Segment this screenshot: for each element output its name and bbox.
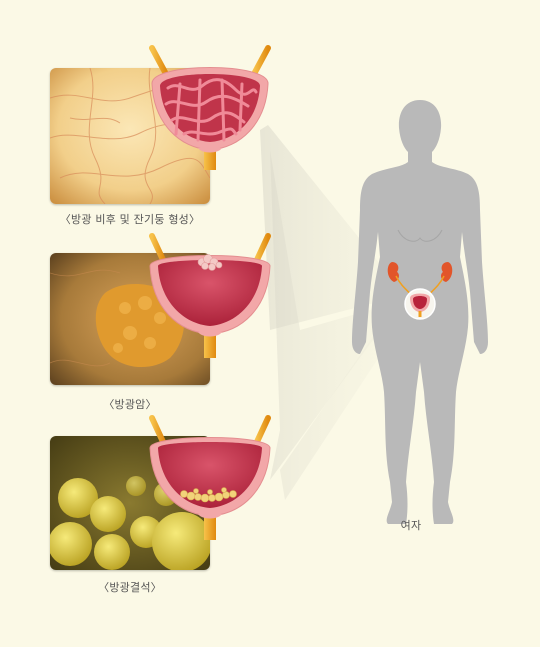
- bladder-cancer-icon: [149, 233, 271, 358]
- stone-icon: [180, 487, 237, 503]
- stone-cluster: [50, 476, 210, 570]
- trabeculation-pattern: [164, 78, 258, 142]
- bladder-hypertrophy-icon: [149, 45, 271, 170]
- female-silhouette-icon: [352, 100, 488, 524]
- beam-body: [270, 150, 405, 480]
- body-bladder-icon: [404, 288, 436, 320]
- caption-cancer: 〈방광암〉: [103, 398, 157, 411]
- bladder-stones-icon: [149, 415, 271, 540]
- chest-contour: [397, 229, 443, 242]
- tumor-icon: [197, 254, 223, 271]
- figure-label: 여자: [400, 519, 422, 532]
- caption-hypertrophy: 〈방광 비후 및 잔기둥 형성〉: [59, 213, 201, 226]
- caption-stones: 〈방광결석〉: [98, 581, 162, 594]
- kidney-icon: [387, 262, 453, 299]
